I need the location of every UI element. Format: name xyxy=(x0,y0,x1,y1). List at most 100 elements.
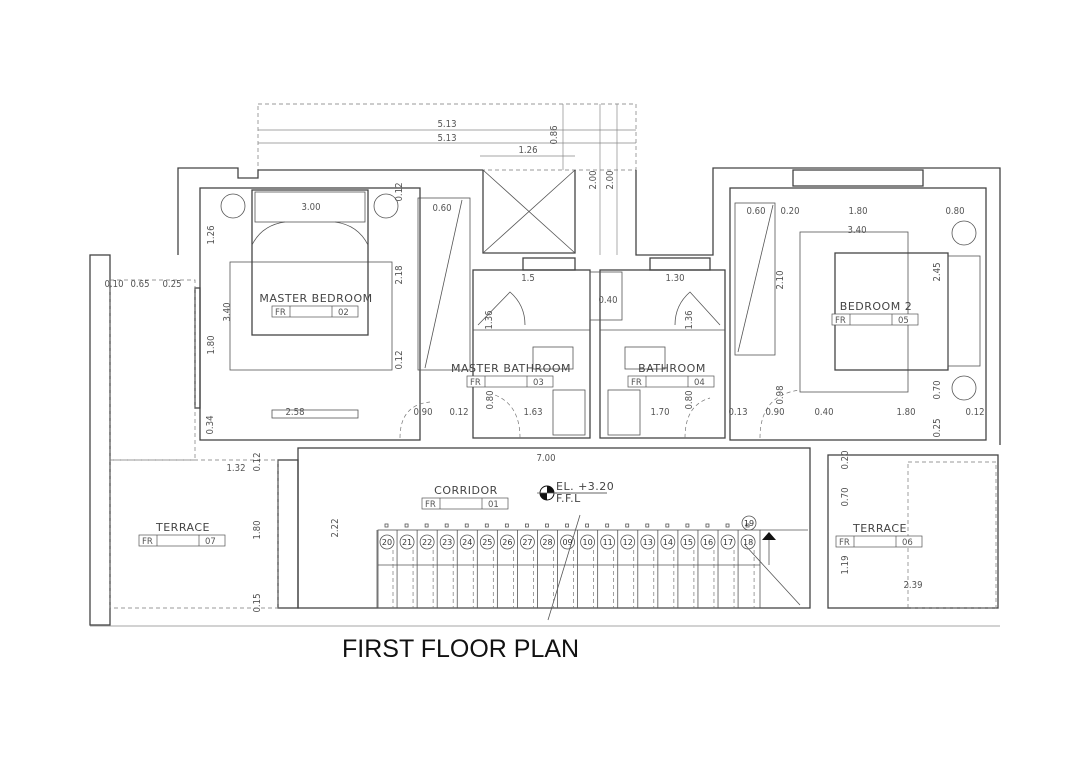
stair-step-number: 10 xyxy=(583,538,593,547)
dimension-label: 1.5 xyxy=(521,273,535,284)
stair-step-number: 14 xyxy=(663,538,673,547)
room-tag-box xyxy=(627,375,715,388)
room-name: CORRIDOR xyxy=(434,484,498,497)
dimension-label: 1.32 xyxy=(226,463,245,474)
dimension-label: 2.00 xyxy=(605,170,616,189)
stair-step-marker xyxy=(580,534,595,550)
stair-step-marker xyxy=(600,534,616,550)
room-code: 05 xyxy=(898,316,909,326)
stair-step-marker xyxy=(459,534,475,550)
elevation-label: F.F.L xyxy=(556,492,581,505)
dimension-label: 1.26 xyxy=(518,145,537,156)
room-code: 07 xyxy=(205,537,216,547)
bedroom-2-bed xyxy=(734,202,981,401)
room-code: 04 xyxy=(694,378,705,388)
dimension-label: 0.20 xyxy=(840,450,851,469)
dimension-label: 0.86 xyxy=(549,125,560,144)
stair-step-number: 21 xyxy=(402,538,412,547)
dimension-label: 1.26 xyxy=(206,225,217,244)
dimension-label: 0.12 xyxy=(449,407,468,418)
dimension-label: 0.15 xyxy=(252,593,263,612)
stair-step-marker xyxy=(520,534,535,550)
dimension-label: 0.90 xyxy=(413,407,432,418)
stair-step-number: 15 xyxy=(683,538,693,547)
stair-step-marker xyxy=(680,534,696,550)
stair-step-marker xyxy=(479,534,495,550)
stair-step-marker xyxy=(620,534,636,550)
door-swings xyxy=(399,389,801,439)
dimension-label: 0.70 xyxy=(932,380,943,399)
dimension-label: 0.12 xyxy=(394,182,405,201)
dimension-label: 1.19 xyxy=(840,555,851,574)
dimension-label: 0.20 xyxy=(780,206,799,217)
drawing-title: FIRST FLOOR PLAN xyxy=(342,635,579,663)
stair-step-number: 22 xyxy=(422,538,432,547)
room-tag-box xyxy=(271,305,359,318)
elevation-level: EL. +3.20 xyxy=(556,480,614,493)
stair-step-number: 11 xyxy=(603,538,613,547)
dimension-label: 3.40 xyxy=(222,302,233,321)
dimension-label: 5.13 xyxy=(437,133,456,144)
dimension-label: 0.80 xyxy=(485,390,496,409)
room-tag-box xyxy=(421,497,509,510)
dimension-label: 2.18 xyxy=(394,265,405,284)
room-name: MASTER BATHROOM xyxy=(451,362,571,375)
stair-step-marker xyxy=(560,534,575,550)
dimension-label: 3.00 xyxy=(301,202,320,213)
stair-step-number: 24 xyxy=(462,538,472,547)
dimension-label: 0.25 xyxy=(932,418,943,437)
stair-step-number: 26 xyxy=(502,538,512,547)
room-code: 06 xyxy=(902,538,913,548)
room-tag-box xyxy=(138,534,226,547)
dimension-label: 0.60 xyxy=(432,203,451,214)
dimension-label: 3.40 xyxy=(847,225,866,236)
room-label-group: CORRIDOR FR 01 xyxy=(421,484,509,510)
stair-step-number: 28 xyxy=(542,538,552,547)
room-code: 01 xyxy=(488,500,499,510)
stair-step-number: 20 xyxy=(382,538,392,547)
dimension-label: 0.13 xyxy=(728,407,747,418)
room-code: 03 xyxy=(533,378,544,388)
dimension-label: 2.00 xyxy=(588,170,599,189)
room-code: 02 xyxy=(338,308,349,318)
stair-step-number: 23 xyxy=(442,538,452,547)
dimension-label: 1.80 xyxy=(206,335,217,354)
room-tag-box xyxy=(831,313,919,326)
stair-step-marker xyxy=(379,534,395,550)
room-tag-prefix: FR xyxy=(631,378,642,388)
dimension-label: 0.98 xyxy=(775,385,786,404)
dimension-label: 2.10 xyxy=(775,270,786,289)
dimension-label: 0.12 xyxy=(965,407,984,418)
dimension-label: 0.40 xyxy=(598,295,617,306)
dimension-label: 1.80 xyxy=(252,520,263,539)
room-tag-prefix: FR xyxy=(839,538,850,548)
dimension-label: 2.39 xyxy=(903,580,922,591)
dimension-label: 2.45 xyxy=(932,262,943,281)
dimension-label: 0.65 xyxy=(130,279,149,290)
room-tag-prefix: FR xyxy=(425,500,436,510)
stair-step-marker xyxy=(419,534,435,550)
stair-step-number: 25 xyxy=(482,538,492,547)
stair-step-marker xyxy=(439,534,455,550)
room-tag-prefix: FR xyxy=(142,537,153,547)
room-tag-prefix: FR xyxy=(835,316,846,326)
dimension-label: 0.12 xyxy=(252,452,263,471)
dimension-label: 0.80 xyxy=(684,390,695,409)
dimension-label: 5.13 xyxy=(437,119,456,130)
dimension-label: 7.00 xyxy=(536,453,555,464)
dimension-label: 0.10 xyxy=(104,279,123,290)
bathroom-fixtures xyxy=(477,291,721,436)
dimension-label: 0.90 xyxy=(765,407,784,418)
room-name: TERRACE xyxy=(852,522,907,535)
stair-step-number: 13 xyxy=(643,538,653,547)
stair-step-marker xyxy=(640,534,656,550)
stair-step-marker xyxy=(399,534,415,550)
dimension-label: 0.40 xyxy=(814,407,833,418)
